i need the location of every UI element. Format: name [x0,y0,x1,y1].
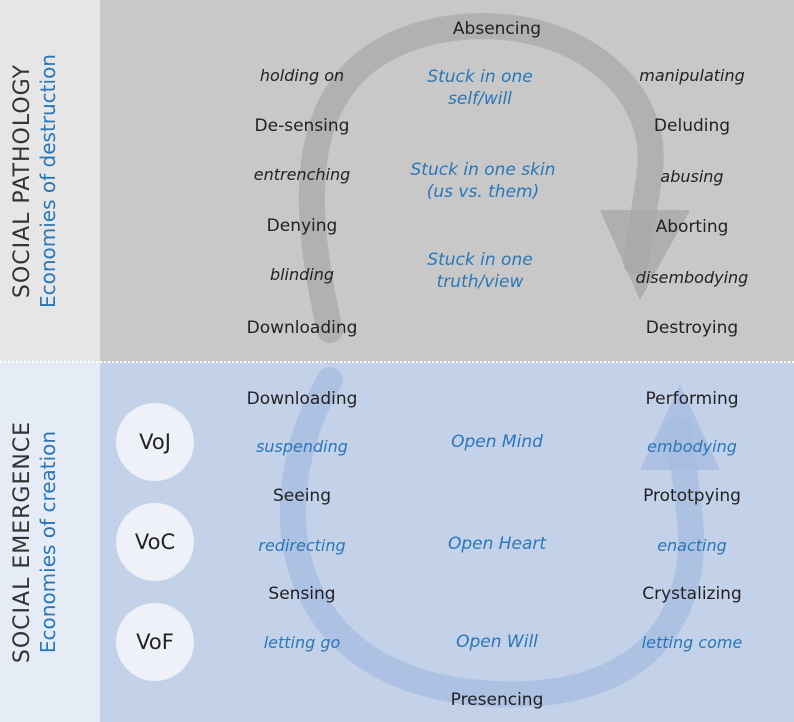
pathology-right-6: Destroying [645,318,739,338]
pathology-right-2: Deluding [653,116,731,136]
pathology-side-panel [0,0,100,362]
emergence-left-2: suspending [256,437,348,456]
pathology-panel [100,0,794,362]
voice-of-cynicism-circle: VoC [116,503,194,581]
pathology-left-2: De-sensing [254,116,350,136]
emergence-arrowhead-icon [640,385,720,470]
open-will-label: Open Will [456,632,538,652]
pathology-side-label: SOCIAL PATHOLOGY Economies of destructio… [10,11,90,351]
emergence-left-6: letting go [263,633,341,652]
pathology-loop-stroke [298,13,664,343]
pathology-left-1: holding on [259,66,345,85]
open-heart-label: Open Heart [447,534,547,554]
emergence-left-5: Sensing [268,584,336,604]
emergence-side-panel [0,362,100,722]
pathology-title: SOCIAL PATHOLOGY [10,63,35,299]
emergence-title: SOCIAL EMERGENCE [10,420,35,664]
pathology-right-5: disembodying [635,268,749,287]
emergence-side-label: SOCIAL EMERGENCE Economies of creation [10,372,90,712]
emergence-subtitle: Economies of creation [36,430,60,654]
absencing-label: Absencing [452,19,542,39]
presencing-label: Presencing [450,690,544,710]
pathology-right-3: abusing [660,167,724,186]
pathology-left-3: entrenching [253,165,351,184]
pathology-arrowhead-icon [600,210,690,300]
pathology-right-4: Aborting [655,217,729,237]
pathology-center-3: Stuck in one truth/view [427,250,533,292]
voice-of-judgment-circle: VoJ [116,403,194,481]
emergence-left-1: Downloading [246,389,358,409]
pathology-subtitle: Economies of destruction [36,54,60,309]
pathology-left-4: Denying [266,216,338,236]
pathology-center-1: Stuck in one self/will [427,67,533,109]
emergence-left-4: redirecting [258,536,346,555]
emergence-left-3: Seeing [273,486,331,506]
emergence-right-5: Crystalizing [642,584,742,604]
pathology-center-2: Stuck in one skin (us vs. them) [410,160,556,202]
pathology-left-6: Downloading [246,318,358,338]
emergence-loop-stroke [279,367,704,708]
pathology-left-5: blinding [269,265,335,284]
voice-of-fear-circle: VoF [116,603,194,681]
emergence-right-2: embodying [647,437,737,456]
pathology-right-1: manipulating [639,66,745,85]
section-divider [0,361,794,363]
emergence-right-1: Performing [645,389,739,409]
emergence-right-3: Prototpying [643,486,741,506]
emergence-right-4: enacting [657,536,727,555]
emergence-right-6: letting come [641,633,743,652]
open-mind-label: Open Mind [451,432,543,452]
